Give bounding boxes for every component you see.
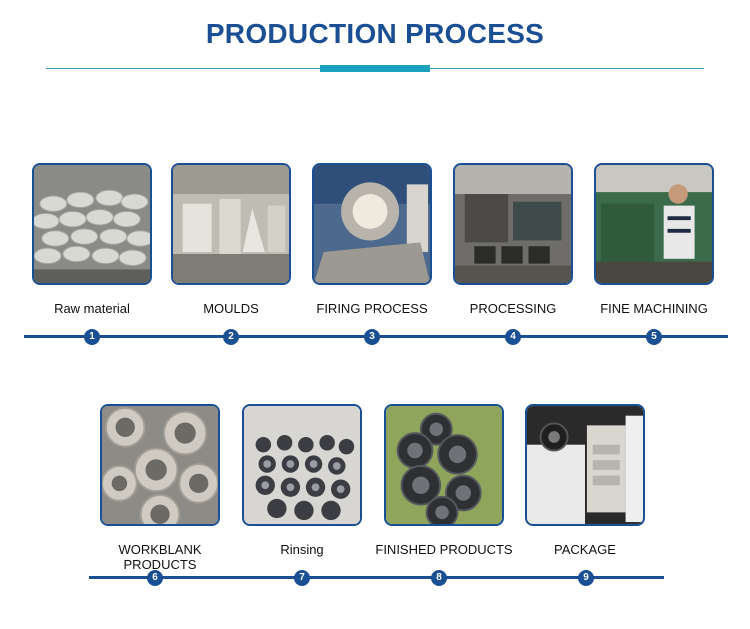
step-label-5: FINE MACHINING <box>600 301 708 316</box>
step-label-4: PROCESSING <box>469 301 557 316</box>
step-number-4: 4 <box>505 329 521 345</box>
photo-fine-machining <box>594 163 714 285</box>
step-number-9: 9 <box>578 570 594 586</box>
timeline-row-2 <box>89 576 664 579</box>
step-label-1: Raw material <box>54 301 130 316</box>
step-number-5: 5 <box>646 329 662 345</box>
title-accent-bar <box>320 65 430 72</box>
step-label-2: MOULDS <box>203 301 259 316</box>
step-label-8: FINISHED PRODUCTS <box>375 542 513 557</box>
step-label-9: PACKAGE <box>554 542 616 557</box>
page-title: PRODUCTION PROCESS <box>205 18 545 49</box>
photo-processing <box>453 163 573 285</box>
photo-finished-products <box>384 404 504 526</box>
step-label-3: FIRING PROCESS <box>316 301 428 316</box>
photo-firing-process <box>312 163 432 285</box>
photo-raw-material <box>32 163 152 285</box>
photo-moulds <box>171 163 291 285</box>
step-number-7: 7 <box>294 570 310 586</box>
step-number-8: 8 <box>431 570 447 586</box>
photo-rinsing <box>242 404 362 526</box>
step-number-2: 2 <box>223 329 239 345</box>
photo-workblank-products <box>100 404 220 526</box>
step-label-7: Rinsing <box>280 542 324 557</box>
step-number-1: 1 <box>84 329 100 345</box>
photo-package <box>525 404 645 526</box>
step-number-3: 3 <box>364 329 380 345</box>
step-label-6: WORKBLANK PRODUCTS <box>118 542 202 572</box>
step-number-6: 6 <box>147 570 163 586</box>
